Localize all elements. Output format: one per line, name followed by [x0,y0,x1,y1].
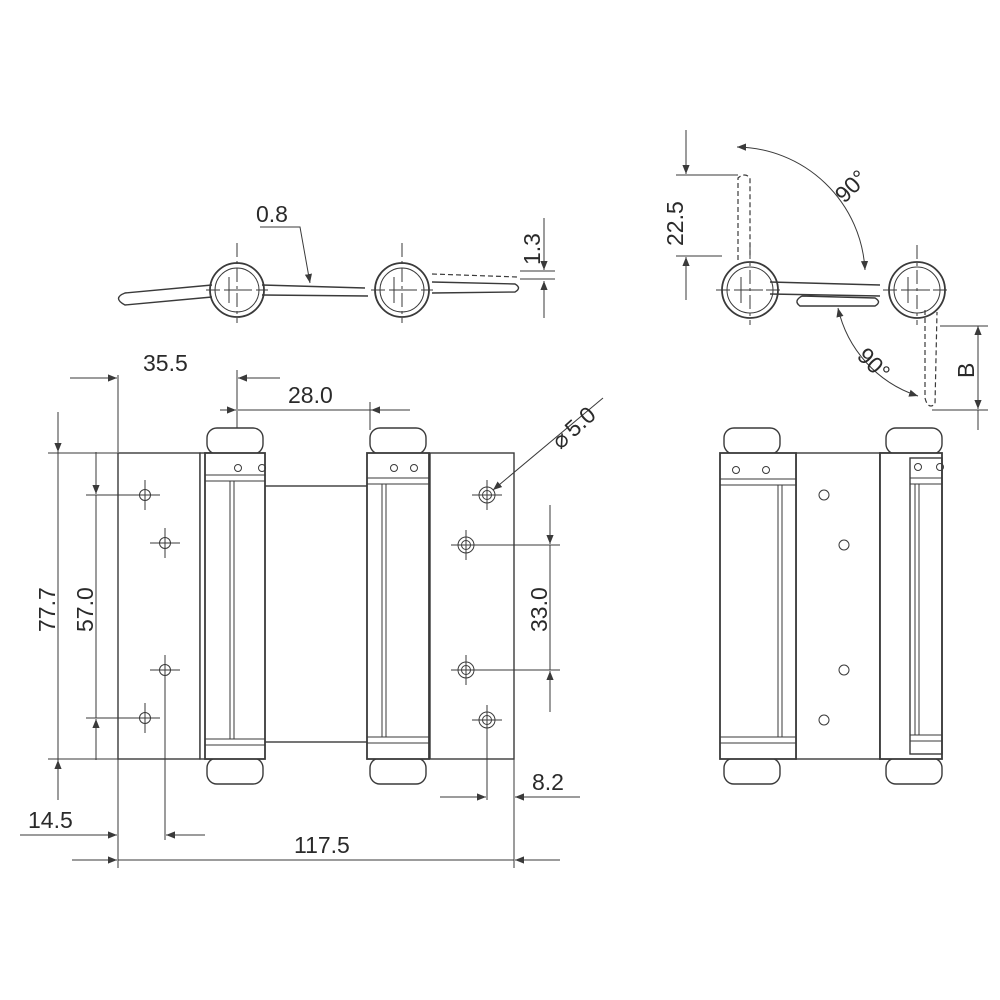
svg-text:⌀5.0: ⌀5.0 [546,401,600,454]
top-section-view: 0.8 1.3 [117,201,555,323]
front-left-holes [130,480,180,733]
front-barrel-right [366,452,430,760]
dim-left-offset: 35.5 [143,350,188,376]
dim-variable-b: B [953,363,979,378]
section-left-leaf [117,284,213,306]
dim-offset: 1.3 [519,233,545,265]
dim-angle-bottom: 90° [852,342,895,385]
front-barrel-left [204,452,266,760]
rear-holes [818,489,850,726]
rear-barrel-right [879,452,943,760]
rear-view [719,427,944,785]
dim-hole-span-right: 33.0 [526,587,552,632]
front-left-plate [117,452,201,760]
section-middle-leaf [261,284,369,297]
front-right-holes [451,480,502,735]
dim-right-edge-offset: 8.2 [532,769,564,795]
section-right-leaf [431,281,520,294]
dim-thickness: 0.8 [256,201,288,227]
rear-barrel-left [719,452,797,760]
dim-total-height: 77.7 [34,587,60,632]
dim-angle-top: 90° [829,165,872,208]
dim-left-hole-offset: 14.5 [28,807,73,833]
dim-knuckle-spacing: 28.0 [288,382,333,408]
rear-middle-plate [795,452,881,760]
dim-total-width: 117.5 [294,832,350,858]
dim-door-thickness: 22.5 [662,201,688,246]
front-view: 35.5 28.0 ⌀5.0 77.7 57.0 33.0 8.2 [20,350,604,868]
swing-angle-view: 22.5 90° 90° B [662,130,988,430]
dim-hole-span-left: 57.0 [72,587,98,632]
front-right-plate [429,452,515,760]
